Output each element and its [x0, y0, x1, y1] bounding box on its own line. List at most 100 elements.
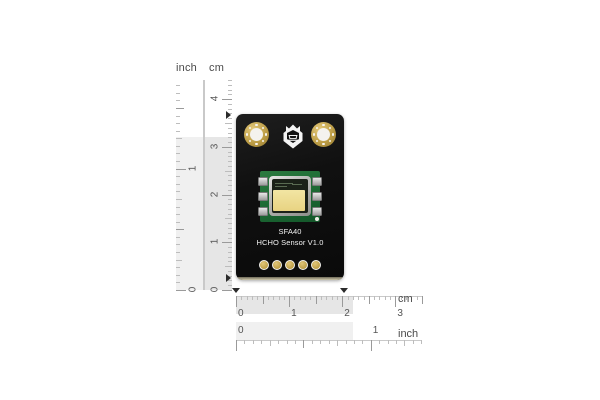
mounting-hole-via [255, 142, 258, 145]
mounting-hole-via [331, 133, 334, 136]
board-description: HCHO Sensor V1.0 [256, 238, 324, 247]
vertical-cm-tick [228, 103, 232, 105]
vertical-cm-tick [225, 170, 232, 172]
connector-pad [298, 260, 308, 270]
vertical-cm-tick [228, 137, 232, 139]
vertical-inch-tick [176, 236, 180, 238]
vertical-inch-tick [176, 168, 186, 170]
sensor-pad-left-3 [258, 207, 268, 216]
horizontal-cm-tick [363, 296, 365, 300]
horizontal-inch-tick [286, 340, 288, 344]
horizontal-cm-number: 2 [344, 308, 350, 319]
mounting-hole-via [248, 139, 252, 143]
horizontal-cm-number: 1 [291, 308, 297, 319]
horizontal-cm-number: 3 [397, 308, 403, 319]
board-left-edge-marker [232, 288, 240, 293]
sensor-pad-left-1 [258, 177, 268, 186]
vertical-inch-tick [176, 244, 180, 246]
vertical-inch-tick [176, 153, 180, 155]
mounting-hole-right-bore [317, 128, 330, 141]
sensor-die-trace-1 [275, 183, 293, 184]
horizontal-inch-tick [278, 340, 280, 344]
vertical-inch-tick [176, 138, 182, 140]
board-right-edge-marker [340, 288, 348, 293]
sensor-metal-can [269, 176, 311, 216]
board-silkscreen: SFA40 HCHO Sensor V1.0 [236, 226, 344, 248]
mounting-hole-via [261, 139, 265, 143]
vertical-cm-tick [228, 165, 232, 167]
vertical-cm-tick [228, 270, 232, 272]
horizontal-cm-tick [411, 296, 413, 300]
vertical-cm-tick [228, 156, 232, 158]
horizontal-inch-tick [404, 340, 406, 346]
sensor-die-cavity [272, 179, 308, 213]
horizontal-cm-tick [310, 296, 312, 300]
mounting-hole-via [322, 124, 325, 127]
vertical-inch-tick [176, 183, 180, 185]
mounting-hole-right [311, 122, 336, 147]
horizontal-cm-tick [294, 296, 296, 300]
vertical-inch-tick [176, 214, 180, 216]
vertical-ruler-cm-label: cm [209, 62, 225, 74]
horizontal-inch-tick [244, 340, 246, 344]
vertical-inch-tick [176, 191, 180, 193]
connector-pad [272, 260, 282, 270]
mounting-hole-via [322, 142, 325, 145]
vertical-cm-number: 3 [209, 143, 221, 150]
vertical-cm-tick [228, 108, 232, 110]
sensor-pad-right-1 [312, 177, 322, 186]
vertical-cm-tick [222, 290, 232, 291]
horizontal-cm-number: 0 [238, 308, 244, 319]
vertical-inch-number: 1 [187, 165, 199, 171]
horizontal-cm-tick [352, 296, 354, 300]
horizontal-cm-tick [262, 296, 264, 304]
vertical-inch-tick [176, 115, 180, 117]
mounting-hole-left [244, 122, 269, 147]
horizontal-ruler-cm-baseline [236, 296, 422, 297]
horizontal-cm-tick [422, 296, 423, 304]
vertical-inch-tick [176, 274, 180, 276]
horizontal-inch-tick [412, 340, 414, 344]
horizontal-ruler-inch-highlight [236, 322, 354, 340]
vertical-inch-tick [176, 229, 184, 231]
horizontal-ruler-cm: 0 1 2 3 [236, 296, 423, 322]
vertical-inch-tick [176, 145, 180, 147]
vertical-cm-tick [228, 199, 232, 201]
vertical-cm-tick [228, 84, 232, 86]
vertical-inch-tick [176, 282, 180, 284]
horizontal-cm-tick [331, 296, 333, 300]
sensor-sensing-element [273, 190, 305, 211]
horizontal-ruler-cm-unit-label: cm [398, 293, 413, 305]
vertical-cm-tick [228, 261, 232, 263]
sensor-die-trace-3 [292, 184, 302, 185]
vertical-inch-tick [176, 123, 180, 125]
vertical-cm-tick [225, 122, 232, 124]
vertical-cm-number: 0 [209, 286, 221, 293]
mounting-hole-via [261, 126, 265, 130]
horizontal-inch-tick [337, 340, 339, 346]
horizontal-ruler-cm-highlight [236, 296, 353, 314]
vertical-ruler-inch-baseline [203, 80, 204, 290]
vertical-cm-tick [228, 285, 232, 287]
vertical-cm-tick [228, 189, 232, 191]
dfrobot-shield-logo [283, 124, 303, 149]
vertical-cm-tick [228, 180, 232, 182]
vertical-cm-tick [228, 223, 232, 225]
horizontal-inch-tick [379, 340, 381, 344]
horizontal-inch-tick [370, 340, 372, 351]
vertical-cm-tick [228, 232, 232, 234]
horizontal-cm-tick [236, 296, 237, 307]
vertical-cm-tick [222, 194, 232, 196]
vertical-cm-tick [228, 142, 232, 144]
vertical-cm-tick [228, 227, 232, 229]
vertical-cm-tick [228, 247, 232, 249]
horizontal-inch-tick [387, 340, 389, 344]
vertical-inch-tick [176, 176, 180, 178]
horizontal-cm-tick [289, 296, 291, 307]
horizontal-inch-tick [261, 340, 263, 344]
horizontal-inch-tick [328, 340, 330, 344]
vertical-cm-tick [222, 99, 232, 101]
horizontal-inch-tick [345, 340, 347, 344]
